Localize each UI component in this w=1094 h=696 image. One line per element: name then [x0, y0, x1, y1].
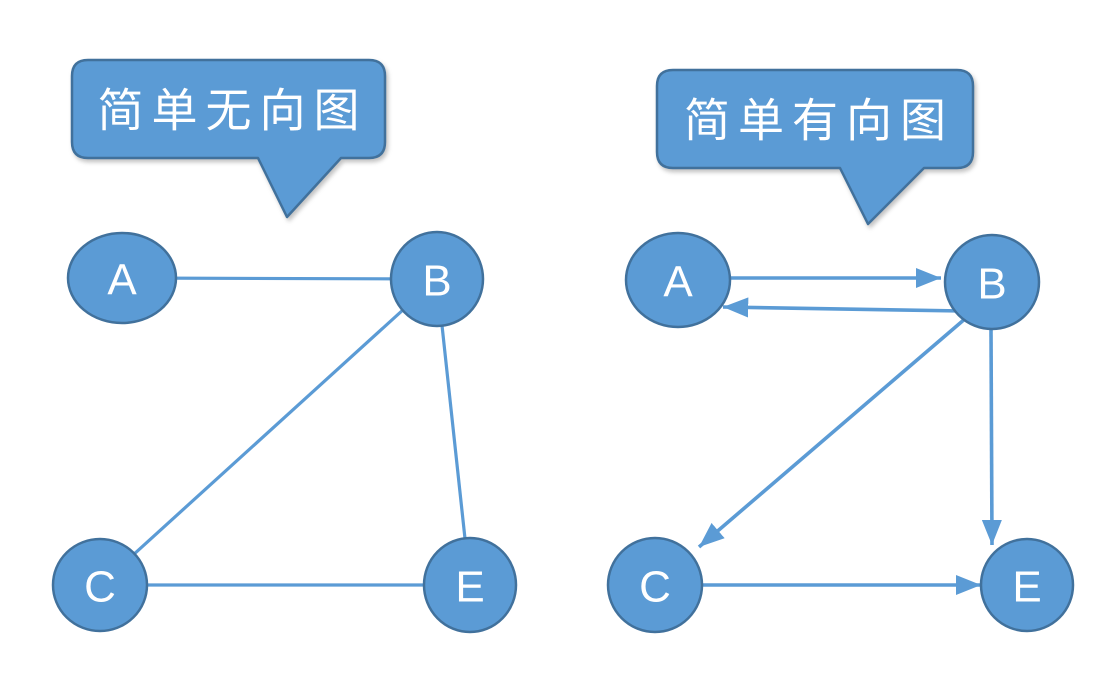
undirected-graph-callout-bubble: [70, 58, 387, 219]
undirected-graph-node-label-C: C: [84, 563, 116, 612]
directed-graph-node-A: [624, 231, 732, 329]
arrow-B-E: [981, 328, 1002, 546]
undirected-graph-node-label-B: B: [422, 257, 451, 306]
directed-graph-node-label-A: A: [663, 258, 693, 307]
directed-graph-node-B: [943, 233, 1041, 331]
undirected-graph-node-label-A: A: [107, 256, 137, 305]
directed-graph-node-label-E: E: [1012, 563, 1041, 612]
undirected-graph-callout-label: 简单无向图: [98, 86, 368, 137]
edge-B-E: [435, 278, 472, 586]
directed-graph-node-label-C: C: [639, 563, 671, 612]
arrow-B-C: [697, 316, 968, 549]
directed-graph: 简单有向图 A B C E: [606, 68, 1075, 634]
undirected-graph-node-B: [389, 230, 485, 328]
arrow-B-A: [722, 297, 964, 318]
undirected-graph-node-label-E: E: [455, 563, 484, 612]
undirected-graph-node-E: [422, 536, 518, 634]
directed-graph-node-C: [606, 536, 704, 634]
directed-graph-node-label-B: B: [977, 260, 1006, 309]
undirected-graph: 简单无向图 A B C E: [51, 58, 518, 634]
edge-B-C: [98, 277, 439, 587]
undirected-graph-node-A: [66, 231, 178, 325]
directed-graph-callout-bubble: [655, 68, 975, 226]
undirected-graph-node-C: [51, 537, 149, 633]
directed-graph-node-E: [979, 537, 1075, 633]
directed-graph-callout-label: 简单有向图: [684, 96, 954, 147]
